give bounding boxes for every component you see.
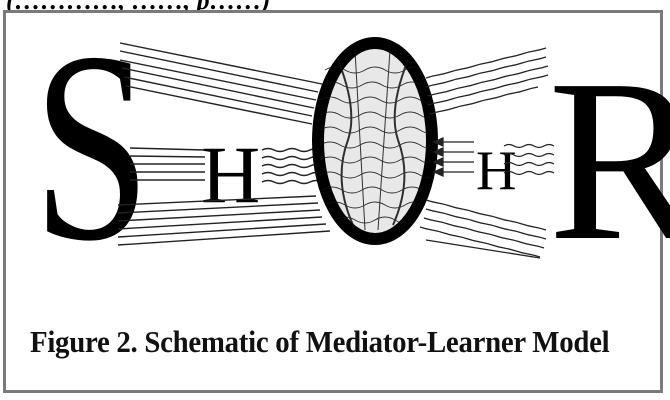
organism-circle (318, 43, 432, 239)
right-lower-lines (420, 200, 546, 258)
figure-caption: Figure 2. Schematic of Mediator-Learner … (30, 324, 616, 360)
right-upper-lines (426, 48, 548, 114)
response-letter: R (548, 32, 670, 289)
